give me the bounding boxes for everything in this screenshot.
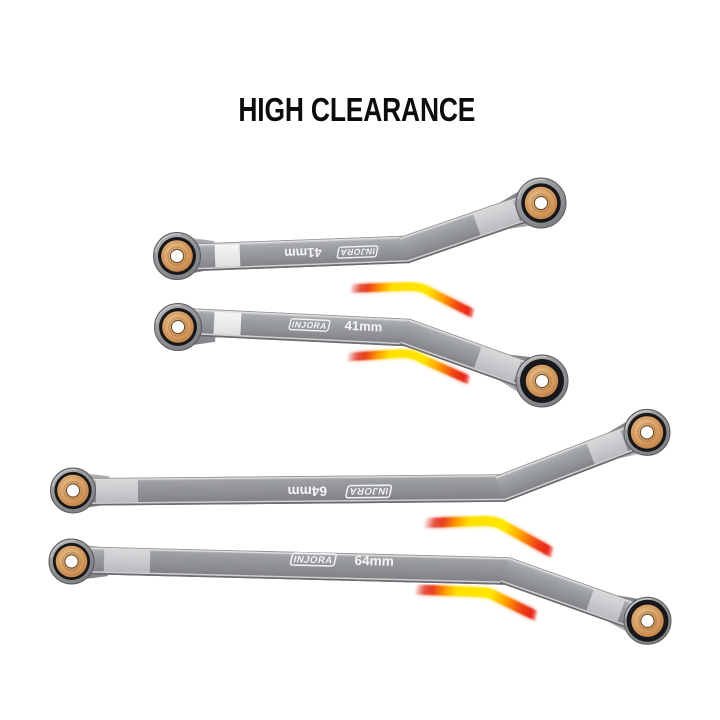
svg-text:64mm: 64mm	[288, 483, 328, 498]
svg-text:INJORA: INJORA	[348, 485, 389, 496]
svg-text:41mm: 41mm	[344, 318, 382, 335]
svg-text:41mm: 41mm	[284, 245, 322, 261]
svg-text:INJORA: INJORA	[291, 319, 329, 330]
svg-text:INJORA: INJORA	[339, 246, 376, 257]
svg-text:64mm: 64mm	[354, 553, 394, 569]
svg-text:INJORA: INJORA	[292, 555, 334, 567]
